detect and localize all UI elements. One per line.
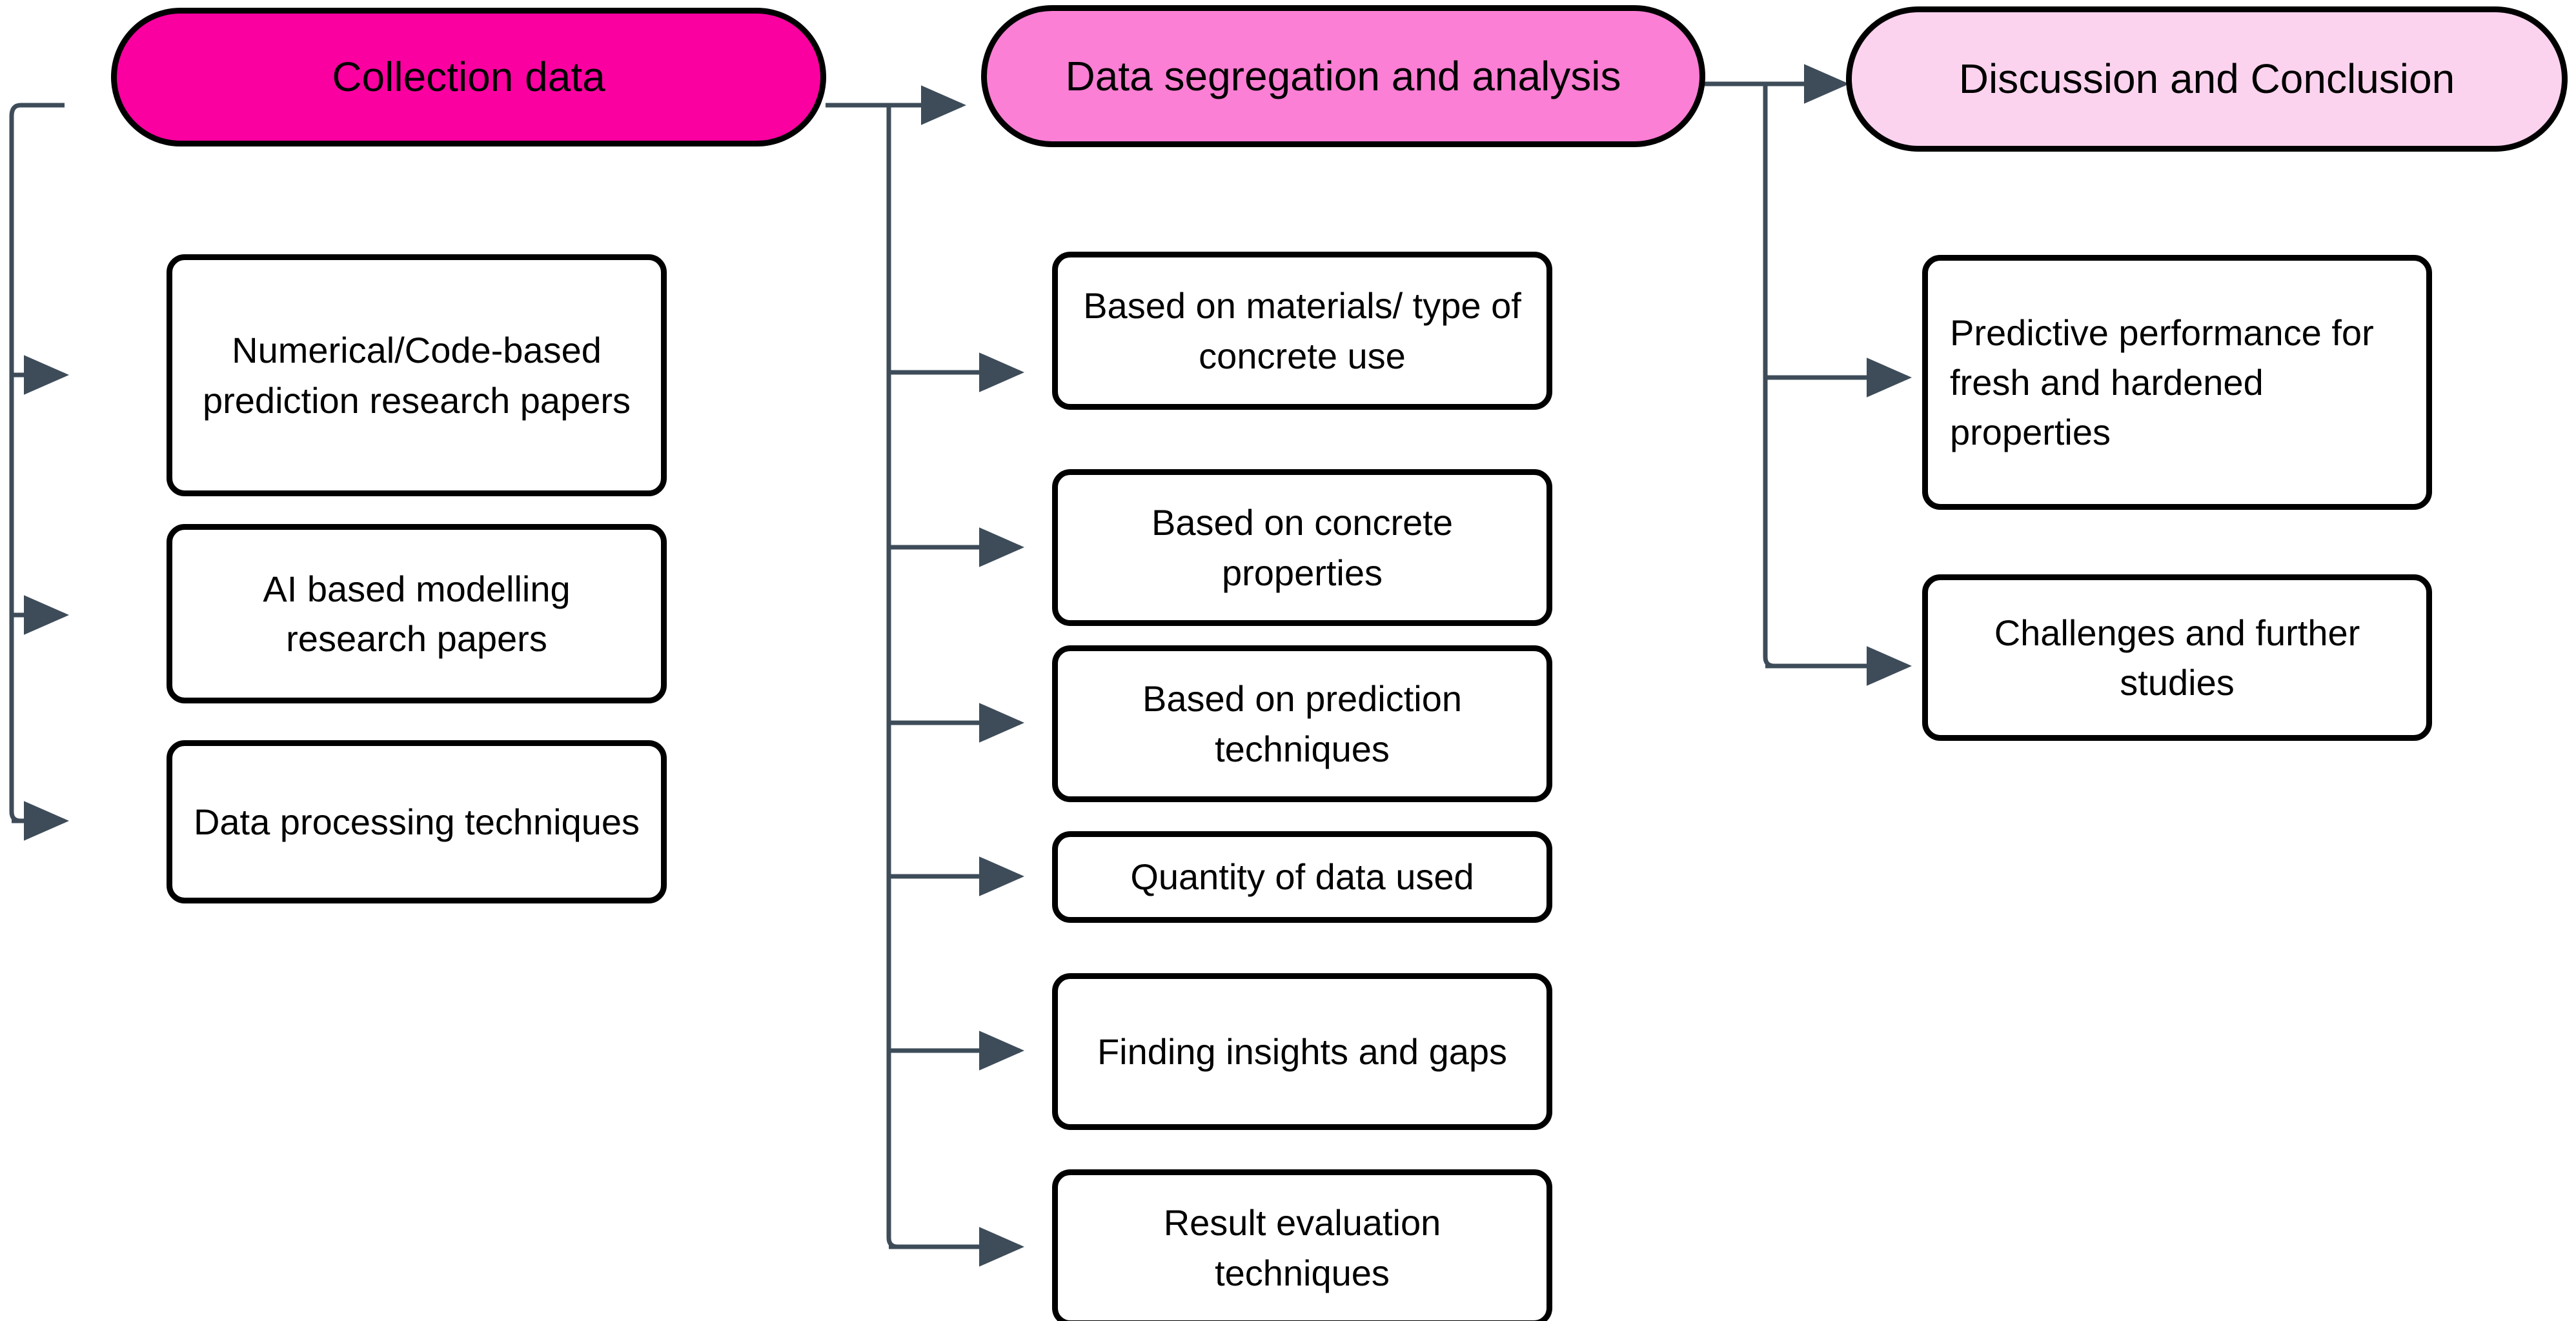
- node-label: Data processing techniques: [193, 801, 640, 842]
- node-label: Based on prediction techniques: [1142, 678, 1462, 769]
- node-numerical-code-based[interactable]: Numerical/Code-based prediction research…: [167, 254, 667, 496]
- node-quantity-of-data-used[interactable]: Quantity of data used: [1052, 831, 1552, 923]
- node-label: Based on concrete properties: [1151, 502, 1453, 593]
- node-predictive-performance[interactable]: Predictive performance for fresh and har…: [1922, 255, 2432, 510]
- node-based-on-materials[interactable]: Based on materials/ type of concrete use: [1052, 252, 1552, 410]
- stage-pill-collection-data[interactable]: Collection data: [111, 8, 826, 146]
- node-label: Result evaluation techniques: [1163, 1202, 1441, 1293]
- node-label: Numerical/Code-based prediction research…: [202, 330, 631, 421]
- node-label: Challenges and further studies: [1994, 612, 2360, 703]
- node-finding-insights-gaps[interactable]: Finding insights and gaps: [1052, 973, 1552, 1130]
- node-challenges-further-studies[interactable]: Challenges and further studies: [1922, 574, 2432, 741]
- stage-pill-data-segregation-analysis[interactable]: Data segregation and analysis: [981, 5, 1705, 147]
- node-result-evaluation-techniques[interactable]: Result evaluation techniques: [1052, 1169, 1552, 1321]
- node-ai-based-modelling[interactable]: AI based modelling research papers: [167, 524, 667, 703]
- stage-pill-discussion-conclusion[interactable]: Discussion and Conclusion: [1846, 6, 2568, 152]
- wire-stage3-trunk: [1763, 84, 1907, 669]
- wire-stage1-trunk: [9, 103, 65, 823]
- node-label: Quantity of data used: [1130, 856, 1474, 898]
- node-label: AI based modelling research papers: [263, 568, 571, 659]
- wire-stage2-trunk: [886, 105, 1020, 1249]
- node-label: Based on materials/ type of concrete use: [1083, 285, 1521, 376]
- node-based-on-prediction-techniques[interactable]: Based on prediction techniques: [1052, 645, 1552, 802]
- stage-pill-label: Discussion and Conclusion: [1958, 55, 2455, 103]
- stage-pill-label: Collection data: [332, 54, 605, 101]
- node-based-on-concrete-properties[interactable]: Based on concrete properties: [1052, 469, 1552, 626]
- node-label: Predictive performance for fresh and har…: [1950, 312, 2374, 453]
- node-data-processing[interactable]: Data processing techniques: [167, 740, 667, 903]
- node-label: Finding insights and gaps: [1097, 1031, 1508, 1072]
- stage-pill-label: Data segregation and analysis: [1065, 52, 1621, 99]
